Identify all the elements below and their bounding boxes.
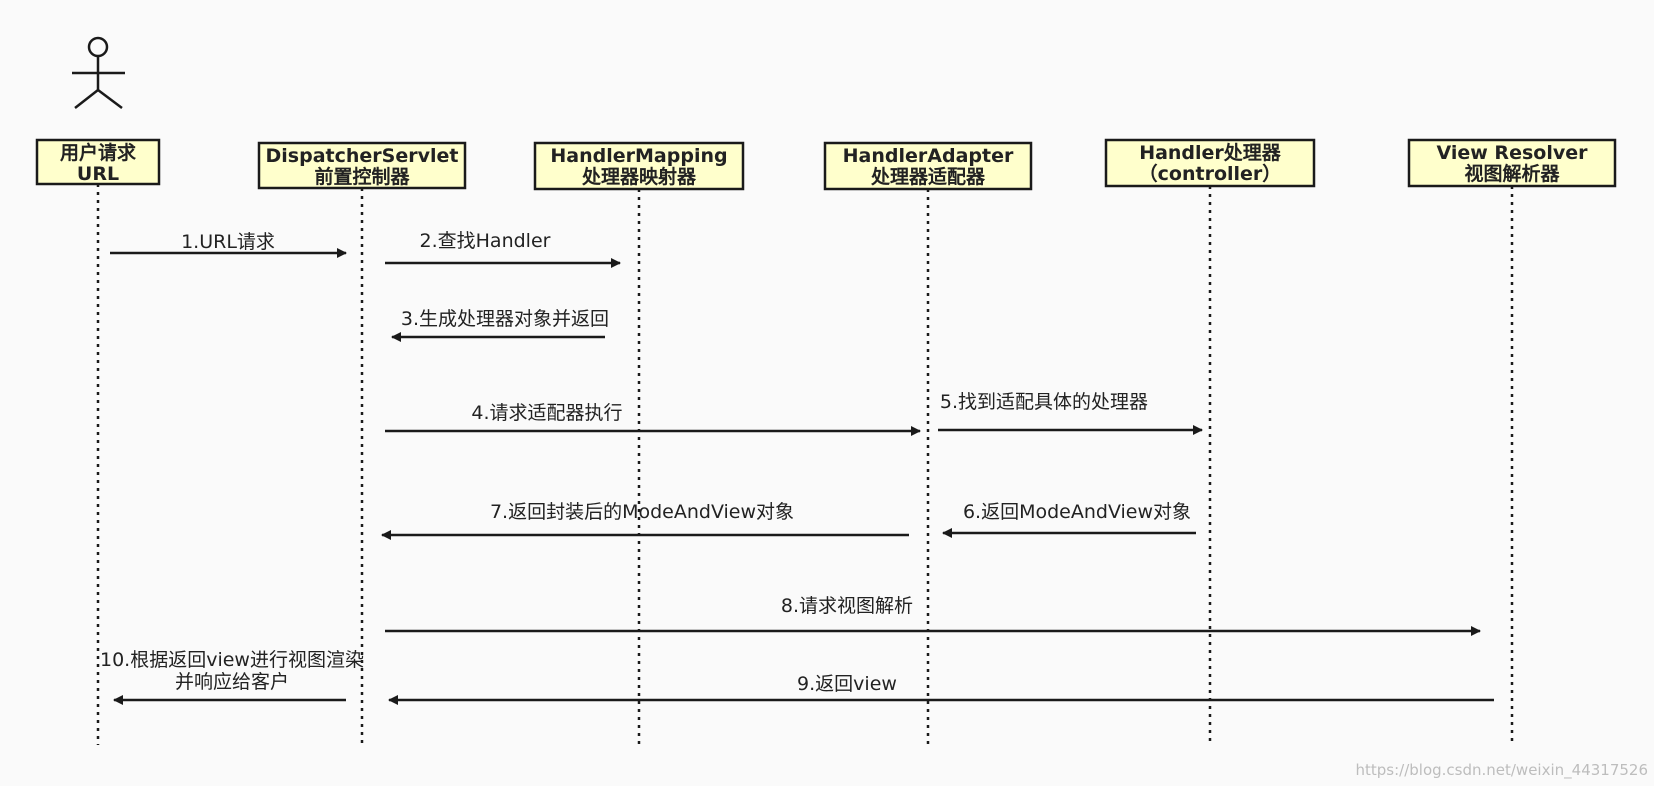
participant-name-handler: Handler处理器 bbox=[1139, 141, 1282, 164]
message-m7: 7.返回封装后的ModeAndView对象 bbox=[381, 501, 909, 540]
message-label-m9: 9.返回view bbox=[797, 673, 897, 695]
participant-name-dispatcher: DispatcherServlet bbox=[266, 145, 459, 167]
participant-name-mapping: HandlerMapping bbox=[550, 145, 727, 167]
lifelines bbox=[96, 184, 1514, 745]
message-label-m7: 7.返回封装后的ModeAndView对象 bbox=[490, 501, 794, 523]
participant-box-mapping bbox=[533, 141, 745, 191]
message-m6: 6.返回ModeAndView对象 bbox=[942, 501, 1196, 538]
participant-box-handler bbox=[1104, 138, 1316, 188]
message-label-m10: 10.根据返回view进行视图渲染 bbox=[100, 649, 364, 671]
participant-box-dispatcher bbox=[257, 141, 467, 190]
message-m1: 1.URL请求 bbox=[110, 231, 347, 258]
message-label-m4: 4.请求适配器执行 bbox=[471, 402, 622, 424]
participant-name-user: 用户请求 bbox=[60, 141, 137, 164]
message-m9: 9.返回view bbox=[388, 673, 1494, 705]
participant-subtitle-handler: （controller） bbox=[1139, 162, 1282, 185]
message-label-m6: 6.返回ModeAndView对象 bbox=[963, 501, 1191, 523]
watermark: https://blog.csdn.net/weixin_44317526 bbox=[1355, 761, 1648, 780]
message-label-m10: 并响应给客户 bbox=[175, 671, 289, 693]
message-m4: 4.请求适配器执行 bbox=[385, 402, 921, 436]
participant-handler: Handler处理器（controller） bbox=[1104, 138, 1316, 188]
message-m8: 8.请求视图解析 bbox=[385, 595, 1481, 636]
actor-stick-figure-icon bbox=[72, 36, 125, 109]
participant-box-adapter bbox=[823, 141, 1033, 191]
message-m2: 2.查找Handler bbox=[385, 230, 621, 268]
participant-subtitle-resolver: 视图解析器 bbox=[1464, 162, 1560, 185]
message-label-m2: 2.查找Handler bbox=[420, 230, 551, 252]
participant-name-resolver: View Resolver bbox=[1437, 142, 1589, 164]
participant-box-resolver bbox=[1407, 138, 1617, 188]
participant-name-adapter: HandlerAdapter bbox=[843, 145, 1014, 167]
participant-subtitle-user: URL bbox=[77, 163, 119, 185]
participant-subtitle-mapping: 处理器映射器 bbox=[581, 165, 697, 188]
messages: 1.URL请求 2.查找Handler 3.生成处理器对象并返回 4.请求适配器执行 5… bbox=[100, 230, 1494, 705]
participant-subtitle-adapter: 处理器适配器 bbox=[870, 165, 986, 188]
message-m5: 5.找到适配具体的处理器 bbox=[938, 391, 1203, 435]
message-m3: 3.生成处理器对象并返回 bbox=[391, 308, 609, 342]
message-label-m8: 8.请求视图解析 bbox=[781, 595, 913, 617]
message-label-m1: 1.URL请求 bbox=[181, 231, 275, 253]
message-label-m5: 5.找到适配具体的处理器 bbox=[940, 391, 1148, 413]
message-label-m3: 3.生成处理器对象并返回 bbox=[401, 308, 609, 330]
participant-subtitle-dispatcher: 前置控制器 bbox=[314, 165, 410, 188]
participant-box-user bbox=[35, 138, 161, 186]
